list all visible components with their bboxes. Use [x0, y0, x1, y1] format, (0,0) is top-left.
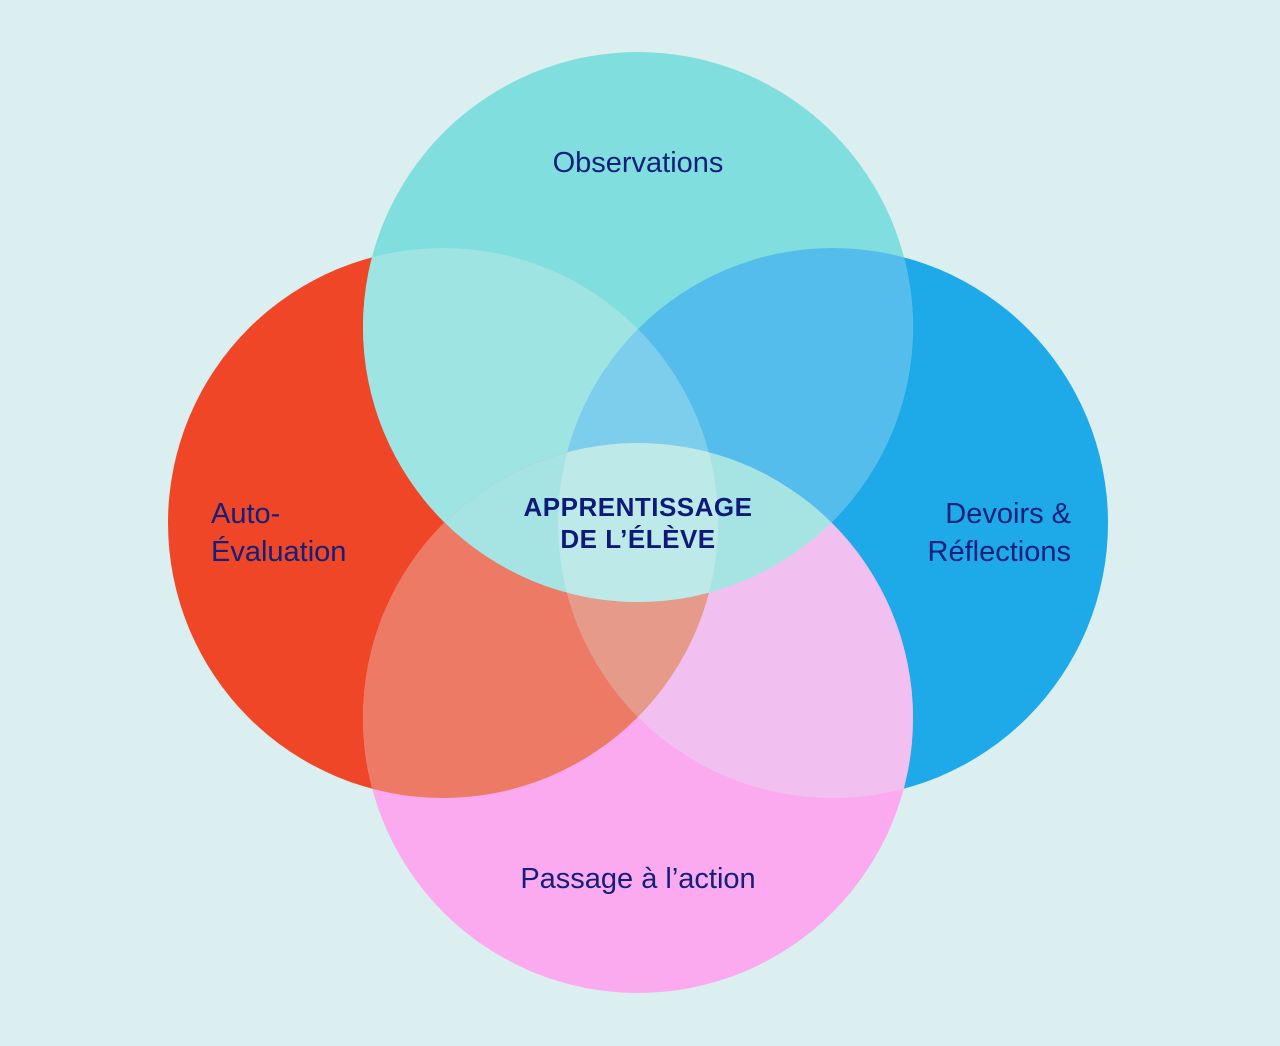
label-devoirs: Devoirs & — [945, 498, 1071, 530]
center-label-line2: DE L’ÉLÈVE — [560, 524, 715, 554]
label-evaluation: Évaluation — [211, 535, 346, 568]
center-label-line1: APPRENTISSAGE — [524, 492, 753, 522]
label-observations: Observations — [553, 147, 724, 179]
label-auto: Auto- — [211, 498, 280, 530]
label-reflections: Réflections — [928, 536, 1071, 568]
label-passage-action: Passage à l’action — [520, 863, 755, 895]
